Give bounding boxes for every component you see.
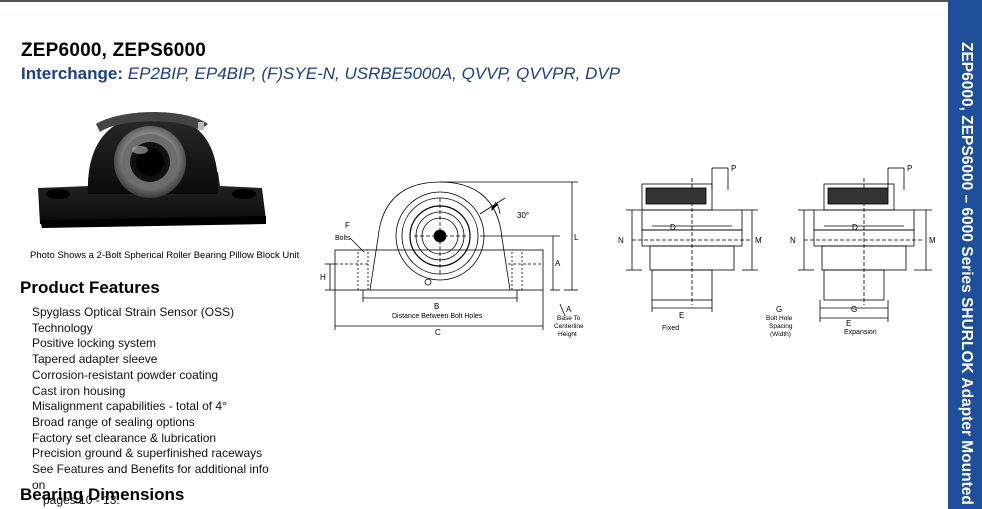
- feature-item: Cast iron housing: [32, 383, 126, 398]
- p-label: P: [907, 164, 912, 173]
- expansion-view-drawing: P N D M G G E Bolt Hole Spacing (Width) …: [766, 164, 936, 338]
- g2-label: G: [851, 305, 857, 314]
- n-label: N: [618, 236, 624, 245]
- photo-caption: Photo Shows a 2-Bolt Spherical Roller Be…: [30, 250, 300, 261]
- base-caption-line-3: Height: [558, 331, 577, 338]
- interchange-line: Interchange: EP2BIP, EP4BIP, (F)SYE-N, U…: [21, 64, 620, 84]
- fixed-view-drawing: P N D M E Fixed: [618, 164, 762, 332]
- features-list: Spyglass Optical Strain Sensor (OSS) Tec…: [32, 305, 282, 509]
- c-label: C: [435, 328, 441, 337]
- a2-label: A: [566, 305, 572, 314]
- interchange-value: EP2BIP, EP4BIP, (F)SYE-N, USRBE5000A, QV…: [127, 64, 621, 83]
- feature-item: Tapered adapter sleeve: [32, 352, 158, 367]
- m-label: M: [755, 236, 762, 245]
- h-label: H: [320, 273, 326, 282]
- e-label: E: [846, 319, 851, 328]
- feature-item: Precision ground & superfinished raceway…: [32, 446, 263, 461]
- g-caption-line-3: (Width): [770, 331, 791, 338]
- feature-item: Factory set clearance & lubrication: [32, 430, 217, 445]
- p-label: P: [731, 164, 736, 173]
- l-label: L: [574, 233, 579, 242]
- fixed-caption: Fixed: [662, 325, 679, 332]
- a-label: A: [555, 259, 561, 268]
- features-heading: Product Features: [20, 278, 160, 297]
- interchange-label: Interchange:: [21, 64, 124, 83]
- d-label: D: [852, 223, 858, 232]
- g-label: G: [776, 305, 782, 314]
- f-label: F: [345, 221, 350, 230]
- e-label: E: [679, 311, 684, 320]
- b-label: B: [434, 302, 439, 311]
- feature-item: See Features and Benefits for additional…: [32, 462, 282, 509]
- d-label: D: [670, 223, 676, 232]
- base-caption-line-1: Base To: [557, 315, 581, 322]
- g-caption-line-2: Spacing: [769, 323, 793, 330]
- expansion-caption: Expansion: [844, 329, 877, 336]
- bearing-dimensions-heading: Bearing Dimensions: [20, 485, 185, 504]
- g-caption-line-1: Bolt Hole: [766, 315, 793, 322]
- feature-item-text: See Features and Benefits for additional…: [32, 462, 269, 492]
- feature-item: Spyglass Optical Strain Sensor (OSS) Tec…: [32, 305, 235, 335]
- feature-item: Positive locking system: [32, 336, 157, 351]
- n-label: N: [790, 236, 796, 245]
- feature-item: Misalignment capabilities - total of 4°: [32, 399, 227, 414]
- angle-label: 30°: [517, 211, 529, 220]
- base-caption-line-2: Centerline: [554, 323, 584, 330]
- product-photo: [38, 112, 266, 228]
- bolts-label: Bolts: [335, 235, 351, 242]
- page-title: ZEP6000, ZEPS6000: [21, 40, 207, 61]
- feature-item: Corrosion-resistant powder coating: [32, 367, 219, 382]
- front-view-drawing: F Bolts 30° H A L B Distance Between Bol…: [320, 181, 584, 338]
- feature-item: Broad range of sealing options: [32, 414, 195, 429]
- sidebar-title: ZEP6000, ZEPS6000 – 6000 Series SHURLOK …: [958, 42, 975, 509]
- m-label: M: [929, 236, 936, 245]
- feature-item-continuation: pages 10 - 13.: [43, 493, 120, 508]
- top-rule: [0, 0, 948, 2]
- sidebar-tab: ZEP6000, ZEPS6000 – 6000 Series SHURLOK …: [948, 0, 982, 509]
- b-caption: Distance Between Bolt Holes: [392, 313, 483, 320]
